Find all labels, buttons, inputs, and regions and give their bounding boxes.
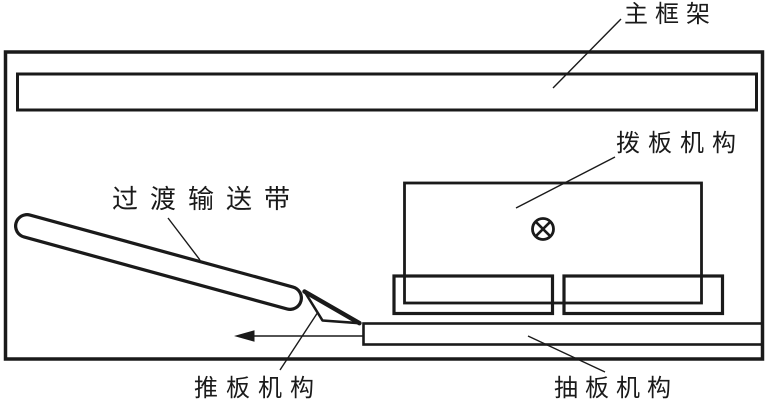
transition-conveyor-belt	[14, 213, 303, 311]
crossed-circle-icon	[531, 217, 555, 241]
leader-plate-pushing	[279, 311, 319, 371]
leader-main-frame	[552, 18, 622, 89]
leader-conveyor	[167, 217, 201, 261]
label-main-frame: 主框架	[624, 0, 717, 28]
plate-pushing-wedge	[302, 289, 362, 326]
main-frame-outline	[3, 50, 765, 361]
left-arrow	[234, 330, 363, 342]
leader-plate-drawing	[527, 335, 606, 373]
tray-right	[562, 274, 725, 316]
label-transition-conveyor: 过渡输送带	[112, 185, 303, 215]
top-beam	[16, 72, 758, 112]
leader-plate-poking	[515, 156, 616, 209]
tray-left	[392, 274, 555, 316]
plate-drawing-bar	[362, 322, 764, 346]
label-plate-drawing-mechanism: 抽板机构	[554, 374, 678, 402]
label-plate-pushing-mechanism: 推板机构	[194, 374, 322, 402]
label-plate-poking-mechanism: 拨板机构	[616, 129, 744, 157]
